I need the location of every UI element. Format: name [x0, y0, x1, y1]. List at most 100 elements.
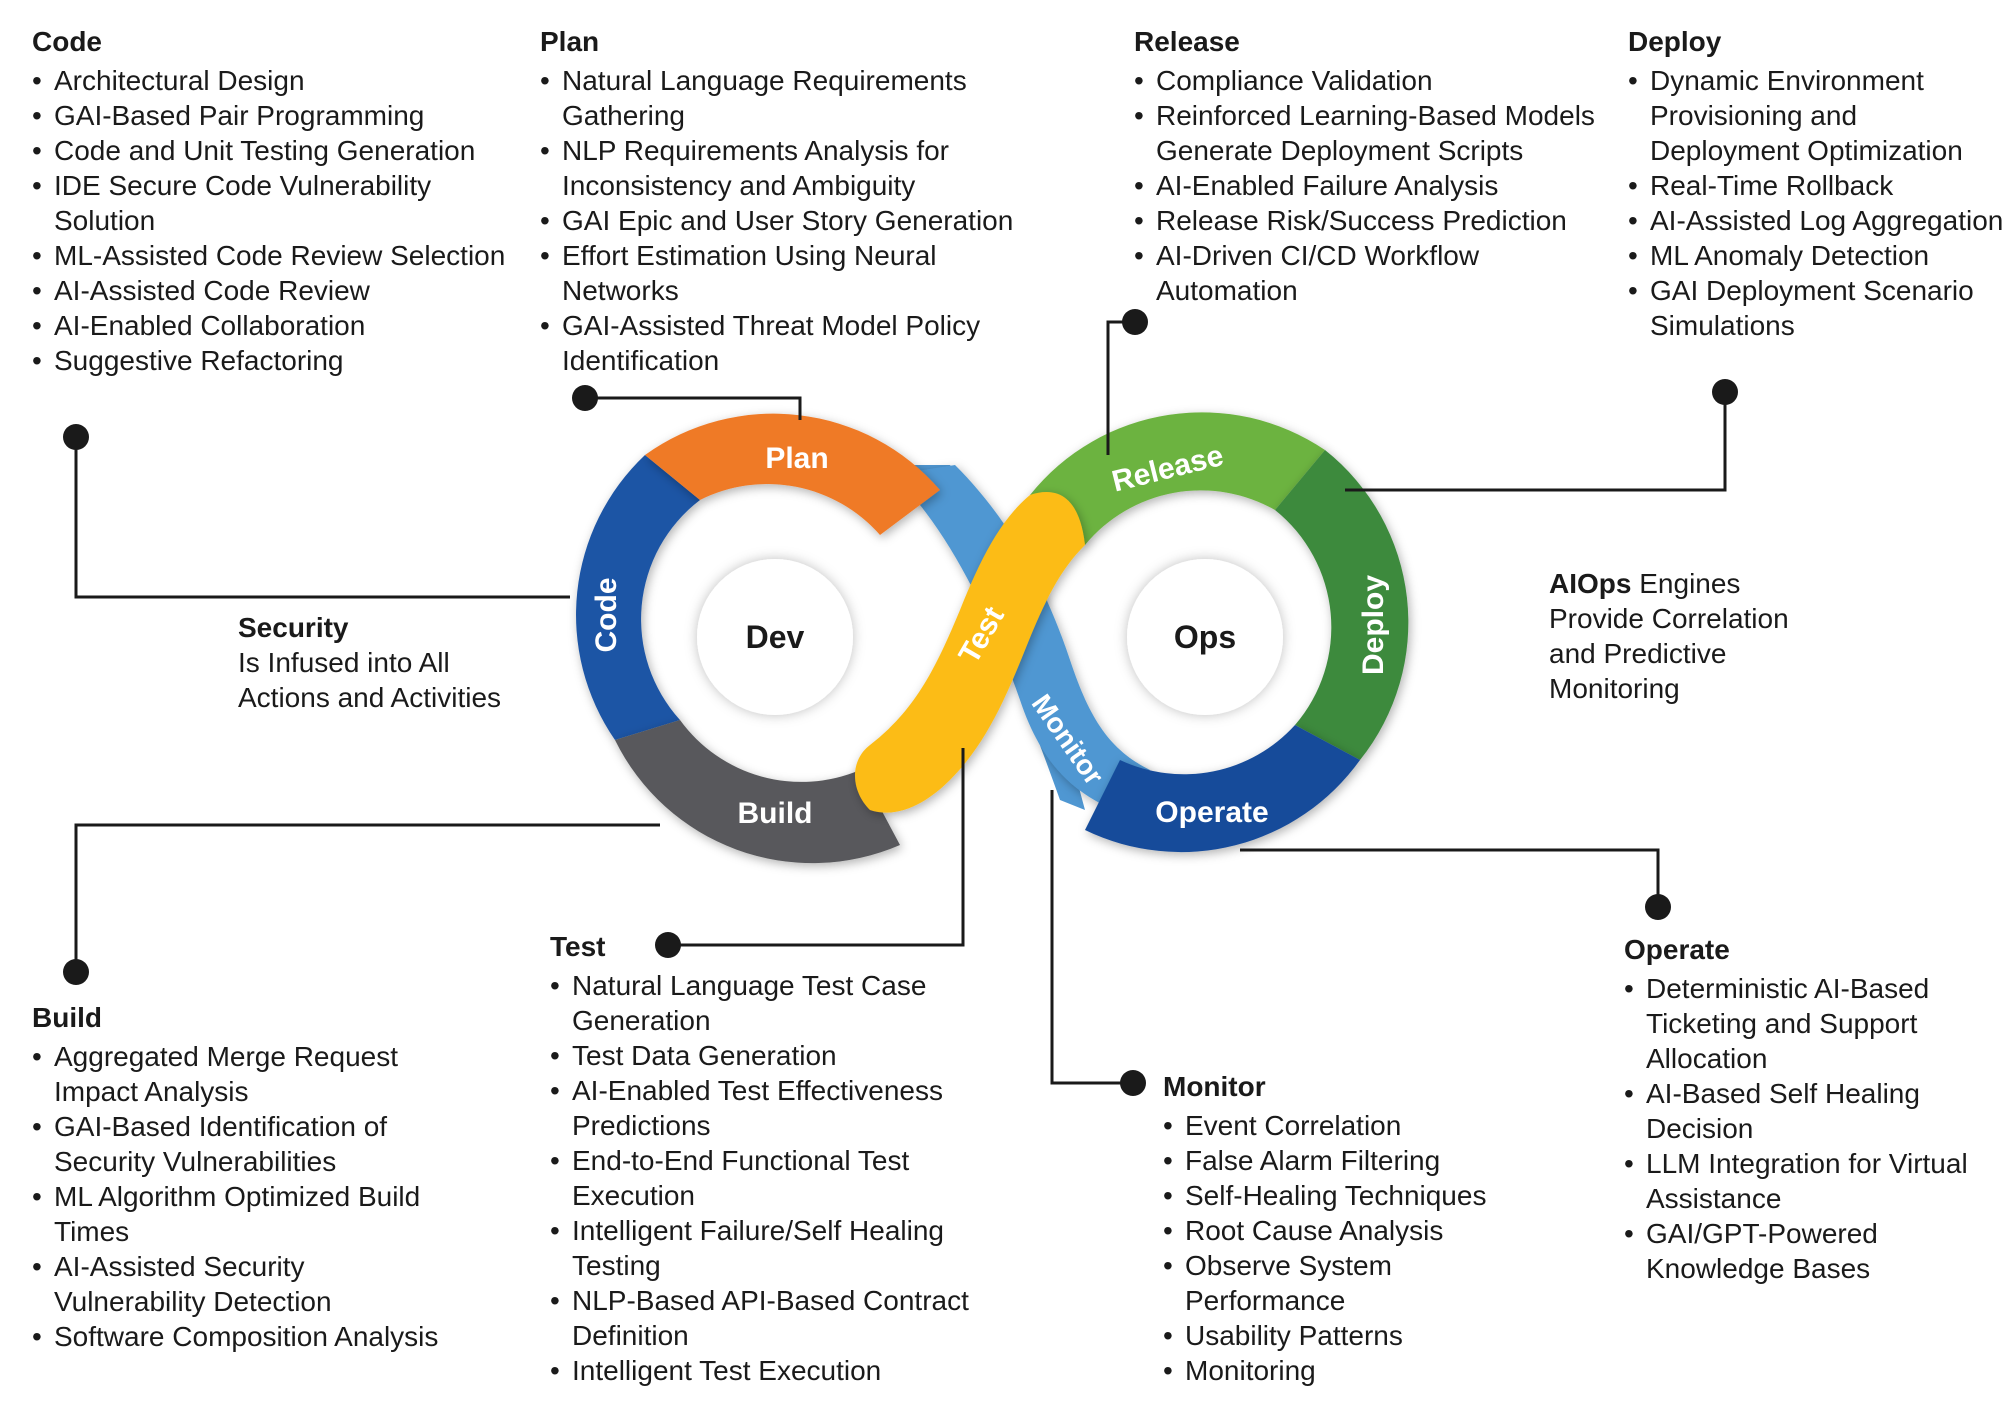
test-item: End-to-End Functional Test Execution — [550, 1143, 1020, 1213]
operate-list: Deterministic AI-Based Ticketing and Sup… — [1624, 971, 2008, 1286]
code-title: Code — [32, 26, 102, 57]
build-item: Software Composition Analysis — [32, 1319, 452, 1354]
security-line-1: Is Infused into All — [238, 647, 450, 678]
deploy-item: Real-Time Rollback — [1628, 168, 2008, 203]
test-item: NLP-Based API-Based Contract Definition — [550, 1283, 1020, 1353]
plan-connector — [585, 396, 802, 420]
release-item: Reinforced Learning-Based Models Generat… — [1134, 98, 1604, 168]
build-item: ML Algorithm Optimized Build Times — [32, 1179, 452, 1249]
deploy-item: AI-Assisted Log Aggregation — [1628, 203, 2008, 238]
build-label: Build — [738, 797, 813, 830]
test-item: Intelligent Test Execution — [550, 1353, 1020, 1388]
plan-item: GAI-Assisted Threat Model Policy Identif… — [540, 308, 1060, 378]
release-segment — [1030, 412, 1325, 545]
monitor-item: Event Correlation — [1163, 1108, 1523, 1143]
code-block: Code Architectural DesignGAI-Based Pair … — [32, 24, 522, 378]
aiops-line-2: Provide Correlation — [1549, 603, 1789, 634]
ops-circle — [1127, 559, 1283, 715]
test-segment — [855, 492, 1085, 813]
code-dot — [63, 424, 89, 450]
code-item: GAI-Based Pair Programming — [32, 98, 522, 133]
deploy-list: Dynamic Environment Provisioning and Dep… — [1628, 63, 2008, 343]
operate-connector — [1240, 848, 1660, 907]
build-block: Build Aggregated Merge Request Impact An… — [32, 1000, 452, 1354]
release-block: Release Compliance ValidationReinforced … — [1134, 24, 1604, 308]
build-dot — [63, 959, 89, 985]
code-item: Architectural Design — [32, 63, 522, 98]
monitor-item: Usability Patterns — [1163, 1318, 1523, 1353]
build-item: AI-Assisted Security Vulnerability Detec… — [32, 1249, 452, 1319]
monitor-item: Monitoring — [1163, 1353, 1523, 1388]
security-line-2: Actions and Activities — [238, 682, 502, 713]
operate-dot — [1645, 894, 1671, 920]
ops-label: Ops — [1174, 619, 1236, 655]
aiops-bold: AIOps — [1549, 568, 1632, 599]
build-list: Aggregated Merge Request Impact Analysis… — [32, 1039, 452, 1354]
code-item: Suggestive Refactoring — [32, 343, 522, 378]
release-title: Release — [1134, 26, 1240, 57]
code-label: Code — [590, 578, 623, 653]
deploy-connector — [1345, 392, 1727, 492]
plan-item: Natural Language Requirements Gathering — [540, 63, 1060, 133]
test-title: Test — [550, 931, 606, 962]
build-connector — [74, 823, 660, 972]
monitor-item: Observe System Performance — [1163, 1248, 1523, 1318]
security-note: Security Is Infused into All Actions and… — [238, 610, 558, 715]
test-list: Natural Language Test Case GenerationTes… — [550, 968, 1020, 1388]
code-list: Architectural DesignGAI-Based Pair Progr… — [32, 63, 522, 378]
deploy-item: Dynamic Environment Provisioning and Dep… — [1628, 63, 2008, 168]
operate-block: Operate Deterministic AI-Based Ticketing… — [1624, 932, 2008, 1286]
test-block: Test Natural Language Test Case Generati… — [550, 929, 1020, 1388]
deploy-dot — [1712, 379, 1738, 405]
deploy-block: Deploy Dynamic Environment Provisioning … — [1628, 24, 2008, 343]
operate-segment — [1085, 725, 1360, 853]
monitor-list: Event CorrelationFalse Alarm FilteringSe… — [1163, 1108, 1523, 1388]
operate-title: Operate — [1624, 934, 1730, 965]
test-item: Intelligent Failure/Self Healing Testing — [550, 1213, 1020, 1283]
plan-segment — [645, 413, 940, 535]
plan-title: Plan — [540, 26, 600, 57]
aiops-line-3: and Predictive — [1549, 638, 1727, 669]
test-item: AI-Enabled Test Effectiveness Prediction… — [550, 1073, 1020, 1143]
monitor-block: Monitor Event CorrelationFalse Alarm Fil… — [1163, 1069, 1523, 1388]
code-segment — [576, 455, 700, 740]
test-item: Test Data Generation — [550, 1038, 1020, 1073]
security-title: Security — [238, 612, 349, 643]
code-item: ML-Assisted Code Review Selection — [32, 238, 522, 273]
operate-item: GAI/GPT-Powered Knowledge Bases — [1624, 1216, 2008, 1286]
release-item: AI-Enabled Failure Analysis — [1134, 168, 1604, 203]
test-dot — [655, 932, 681, 958]
monitor-title: Monitor — [1163, 1071, 1266, 1102]
aiops-note: AIOps Engines Provide Correlation and Pr… — [1549, 566, 1889, 706]
plan-item: Effort Estimation Using Neural Networks — [540, 238, 1060, 308]
deploy-label: Deploy — [1357, 575, 1390, 675]
test-connector — [668, 748, 965, 947]
release-list: Compliance ValidationReinforced Learning… — [1134, 63, 1604, 308]
monitor-dot — [1120, 1070, 1146, 1096]
operate-label: Operate — [1155, 796, 1268, 829]
plan-block: Plan Natural Language Requirements Gathe… — [540, 24, 1060, 378]
plan-item: NLP Requirements Analysis for Inconsiste… — [540, 133, 1060, 203]
deploy-item: GAI Deployment Scenario Simulations — [1628, 273, 2008, 343]
build-item: GAI-Based Identification of Security Vul… — [32, 1109, 452, 1179]
aiops-line-1-rest: Engines — [1631, 568, 1741, 599]
connectors — [74, 320, 1727, 1085]
release-dot — [1122, 309, 1148, 335]
operate-item: LLM Integration for Virtual Assistance — [1624, 1146, 2008, 1216]
monitor-item: Root Cause Analysis — [1163, 1213, 1523, 1248]
deploy-title: Deploy — [1628, 26, 1722, 57]
release-item: Release Risk/Success Prediction — [1134, 203, 1604, 238]
monitor-item: Self-Healing Techniques — [1163, 1178, 1523, 1213]
plan-list: Natural Language Requirements GatheringN… — [540, 63, 1060, 378]
dev-circle — [697, 559, 853, 715]
code-connector — [74, 437, 570, 599]
build-segment — [615, 720, 900, 864]
monitor-item: False Alarm Filtering — [1163, 1143, 1523, 1178]
test-item: Natural Language Test Case Generation — [550, 968, 1020, 1038]
code-item: Code and Unit Testing Generation — [32, 133, 522, 168]
operate-item: Deterministic AI-Based Ticketing and Sup… — [1624, 971, 2008, 1076]
code-item: IDE Secure Code Vulnerability Solution — [32, 168, 522, 238]
release-item: Compliance Validation — [1134, 63, 1604, 98]
aiops-line-4: Monitoring — [1549, 673, 1680, 704]
